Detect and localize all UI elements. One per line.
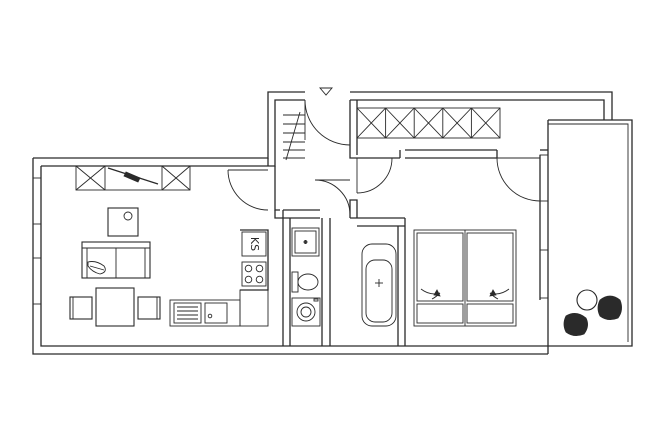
kitchen-cabinet: KS [241, 231, 267, 257]
entrance-triangle-icon [319, 87, 333, 96]
sink-icon [291, 227, 320, 257]
chair-icon [137, 296, 161, 320]
balcony-table-icon [576, 289, 598, 311]
bathtub-icon [361, 243, 397, 327]
table-icon [95, 287, 135, 327]
toilet-icon [291, 271, 319, 293]
chair-icon [69, 296, 93, 320]
sofa-icon [81, 241, 151, 279]
wardrobe-icon [75, 165, 191, 191]
stove-icon [241, 261, 267, 287]
table-icon [107, 207, 139, 237]
balcony-chair-icon [563, 313, 588, 336]
wardrobe-icon [356, 107, 501, 139]
balcony-chair-icon [597, 295, 622, 320]
bed-icon [413, 229, 517, 327]
kitchen-cabinet-label: KS [248, 237, 261, 251]
stair-icon [283, 111, 305, 161]
balcony [548, 119, 633, 347]
interior-walls [240, 100, 548, 346]
washing-machine-icon [291, 297, 321, 327]
sink-icon [173, 302, 228, 324]
doors [227, 99, 541, 216]
kitchen-counter [169, 289, 269, 327]
